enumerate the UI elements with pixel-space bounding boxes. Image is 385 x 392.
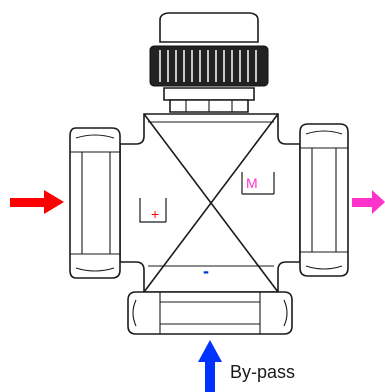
actuator-knob bbox=[149, 12, 269, 113]
left-port-fitting bbox=[69, 127, 121, 279]
bottom-port-fitting bbox=[127, 291, 293, 335]
outlet-arrow-icon bbox=[352, 190, 385, 214]
mix-port-marker bbox=[241, 172, 275, 195]
plus-port-label: + bbox=[151, 206, 160, 222]
valve-body bbox=[119, 113, 301, 293]
minus-port-label: - bbox=[203, 261, 209, 281]
right-port-fitting bbox=[299, 123, 349, 277]
bypass-label: By-pass bbox=[230, 362, 296, 382]
bypass-arrow-icon bbox=[198, 340, 222, 392]
inlet-arrow-icon bbox=[10, 190, 64, 214]
mix-port-label: M bbox=[246, 175, 258, 191]
plus-port-marker bbox=[139, 198, 167, 223]
